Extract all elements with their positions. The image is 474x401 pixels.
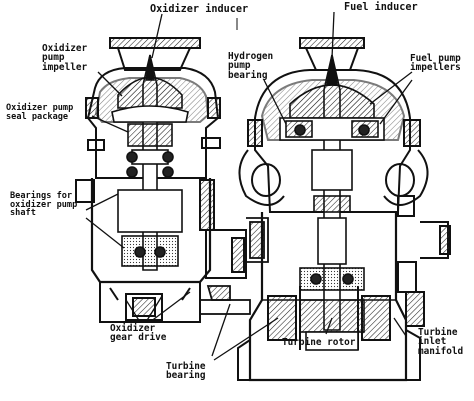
label-line: Fuel pump xyxy=(410,53,461,64)
label-line: gear drive xyxy=(110,332,167,344)
label-line: manifold xyxy=(418,345,464,357)
label-line: pump xyxy=(42,52,65,64)
label-turbine-inlet-manifold: Turbine inlet manifold xyxy=(418,327,464,357)
label-line: Oxidizer pump xyxy=(6,103,74,113)
label-line: Oxidizer xyxy=(110,323,156,334)
label-oxidizer-pump-seal-package: Oxidizer pump seal package xyxy=(6,104,73,121)
label-line: Bearings for xyxy=(10,191,73,201)
label-line: oxidizer pump xyxy=(10,199,78,210)
leader-lines xyxy=(85,11,413,361)
label-line: shaft xyxy=(10,208,36,219)
label-oxidizer-inducer: Oxidizer inducer xyxy=(150,4,249,15)
label-line: seal package xyxy=(6,111,69,122)
label-fuel-inducer: Fuel inducer xyxy=(344,2,418,13)
label-line: bearing xyxy=(228,69,268,81)
label-turbine-rotor: Turbine rotor xyxy=(282,337,356,348)
label-line: Oxidizer xyxy=(42,43,88,54)
label-line: bearing xyxy=(166,370,206,382)
label-line: inlet xyxy=(418,336,447,348)
gear-drive-block xyxy=(199,217,269,315)
label-oxidizer-pump-impeller: Oxidizer pump impeller xyxy=(42,43,88,73)
label-turbine-bearing: Turbine bearing xyxy=(166,362,206,381)
label-line: impeller xyxy=(42,61,88,73)
label-line: pump xyxy=(228,60,251,72)
label-hydrogen-pump-bearing: Hydrogen pump bearing xyxy=(228,51,274,81)
label-line: impellers xyxy=(410,62,461,74)
label-line: Turbine xyxy=(166,361,206,372)
label-bearings-for-oxidizer-pump-shaft: Bearings for oxidizer pump shaft xyxy=(10,192,77,218)
label-line: Turbine xyxy=(418,327,458,338)
label-oxidizer-gear-drive: Oxidizer gear drive xyxy=(110,324,166,343)
label-fuel-pump-impellers: Fuel pump impellers xyxy=(410,54,461,73)
fuel-pump-shaft xyxy=(279,54,385,351)
label-line: Hydrogen xyxy=(228,51,274,62)
oxidizer-pump-shaft xyxy=(111,54,189,271)
